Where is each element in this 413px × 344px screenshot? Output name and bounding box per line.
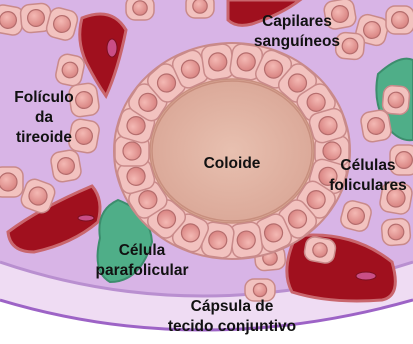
neighbor-cell-21 bbox=[382, 85, 410, 115]
neighbor-cell-11-nucleus bbox=[193, 0, 207, 13]
follicular-cell-6 bbox=[229, 221, 264, 259]
colloid-lumen bbox=[152, 81, 312, 221]
label-celulas-line1: Células bbox=[340, 157, 395, 174]
neighbor-cell-24-nucleus bbox=[253, 283, 266, 296]
neighbor-cell-4 bbox=[0, 167, 23, 197]
neighbor-cell-6 bbox=[50, 149, 83, 183]
label-capsula-line1: Cápsula de bbox=[191, 298, 274, 315]
follicular-cell-1-nucleus bbox=[323, 142, 341, 160]
follicular-cell-17 bbox=[201, 43, 236, 81]
neighbor-cell-14-nucleus bbox=[342, 38, 359, 55]
label-coloide: Coloide bbox=[204, 155, 261, 172]
label-celulas-line2: foliculares bbox=[329, 177, 407, 194]
label-capilares-line1: Capilares bbox=[262, 13, 332, 30]
neighbor-cell-18-nucleus bbox=[388, 224, 405, 241]
label-capsula-line2: tecido conjuntivo bbox=[168, 318, 296, 335]
label-foliculo-line2: da bbox=[35, 109, 53, 126]
red-blood-cell-3 bbox=[78, 215, 94, 221]
red-blood-cell-2 bbox=[356, 272, 376, 280]
label-foliculo-line1: Folículo bbox=[14, 89, 73, 106]
label-foliculo-line3: tireoide bbox=[16, 129, 72, 146]
red-blood-cell-1 bbox=[107, 39, 117, 57]
neighbor-cell-7 bbox=[67, 118, 100, 154]
neighbor-cell-11 bbox=[186, 0, 214, 18]
neighbor-cell-4-nucleus bbox=[0, 173, 17, 191]
label-celula-line2: parafolicular bbox=[95, 262, 188, 279]
follicular-cell-12-nucleus bbox=[123, 142, 141, 160]
label-capilares-line2: sanguíneos bbox=[254, 33, 340, 50]
neighbor-cell-18 bbox=[381, 218, 411, 246]
main-follicle bbox=[114, 43, 350, 259]
neighbor-cell-15 bbox=[386, 6, 413, 34]
neighbor-cell-15-nucleus bbox=[392, 12, 409, 29]
neighbor-cell-10 bbox=[126, 0, 154, 20]
label-celula-line1: Célula bbox=[119, 242, 166, 259]
neighbor-cell-21-nucleus bbox=[388, 92, 405, 109]
neighbor-cell-10-nucleus bbox=[133, 1, 147, 15]
neighbor-cell-16-nucleus bbox=[396, 152, 413, 169]
neighbor-cell-20 bbox=[360, 109, 393, 143]
